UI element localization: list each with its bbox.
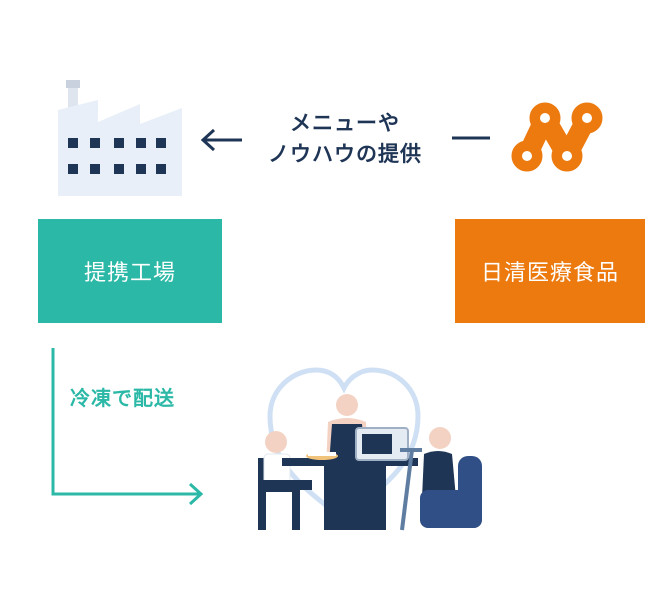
factory-box-label: 提携工場 [83, 261, 176, 286]
company-box-label: 日清医療食品 [480, 261, 619, 286]
dining-scene-illustration [258, 367, 482, 531]
delivery-arrow-icon [51, 348, 204, 506]
shipping-label: 冷凍で配送 [70, 386, 175, 410]
knowhow-label-line1: メニューや [290, 111, 400, 135]
factory-box: 提携工場 [38, 219, 222, 323]
knowhow-label-line2: ノウハウの提供 [268, 142, 422, 166]
company-box: 日清医療食品 [455, 219, 645, 323]
heart-outline-shape [267, 367, 421, 522]
knowhow-label: メニューや ノウハウの提供 [250, 108, 440, 170]
company-logo-icon [511, 102, 603, 172]
left-arrow-icon [200, 128, 242, 152]
dash-line-icon [452, 136, 490, 140]
factory-icon [58, 80, 182, 196]
